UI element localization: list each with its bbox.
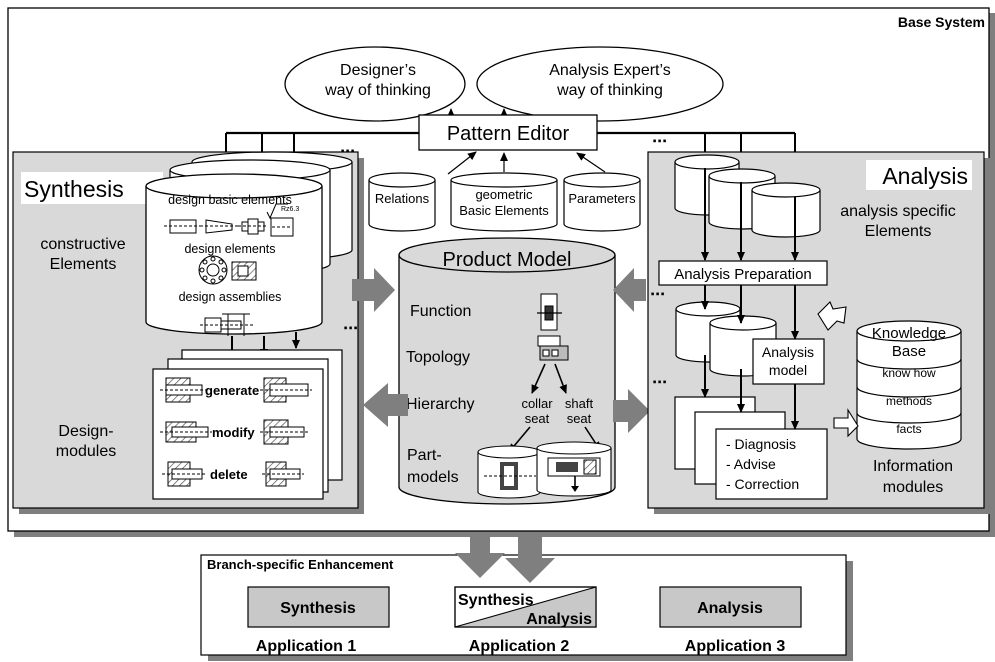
hierarchy-label: Hierarchy: [406, 396, 474, 413]
app2-box-top: Synthesis: [458, 592, 534, 609]
base-to-branch-arrow: [455, 532, 505, 578]
knowledge-base-line2: Base: [892, 343, 926, 360]
designer-thinking-ellipse: [284, 46, 466, 122]
module-part-icons: [160, 377, 312, 487]
collar-part-model: [477, 445, 541, 499]
know-how-label: know how: [882, 366, 936, 380]
analyst-thinking-ellipse: [476, 46, 724, 122]
synthesis-title-bg: [21, 172, 163, 204]
information-modules-line1: Information: [873, 458, 953, 475]
analysis-model-box: [752, 338, 825, 385]
design-assemblies-label: design assemblies: [179, 290, 282, 304]
app2-box-diagonal: [454, 586, 597, 628]
topology-label: Topology: [406, 349, 470, 366]
constructive-line2: Elements: [50, 256, 117, 273]
topology-icon: [537, 335, 569, 361]
knowledge-base-stack: [856, 320, 962, 450]
design-basic-elements-label: design basic elements: [168, 193, 292, 207]
correction-item: - Correction: [726, 476, 799, 492]
function-label: Function: [410, 303, 471, 320]
design-modules-line2: modules: [56, 443, 116, 460]
design-assembly-icon: [200, 313, 255, 336]
information-modules-line2: modules: [883, 479, 943, 496]
relations-store: [368, 172, 436, 232]
app3-box-label: Analysis: [697, 600, 763, 617]
model-to-synthesis-arrow: [363, 383, 408, 427]
design-modules-line1: Design-: [58, 423, 113, 440]
design-elements-label: design elements: [184, 242, 275, 256]
synthesis-to-model-arrow: [352, 268, 395, 312]
app2-box-border: [454, 586, 597, 628]
relations-to-editor-arrow: [447, 151, 477, 175]
part-models-line1: Part-: [407, 447, 442, 464]
topology-to-collar-arrow: [531, 363, 546, 394]
knowledge-base-line1: Knowledge: [872, 325, 946, 342]
generate-label: generate: [205, 383, 259, 398]
geometric-label-line2: Basic Elements: [459, 203, 549, 218]
parameters-store: [563, 172, 641, 232]
parameters-to-editor-arrow: [576, 152, 606, 173]
delete-label: delete: [210, 467, 248, 482]
more-dots: ∙∙∙: [650, 284, 665, 304]
roughness-label: Rz6.3: [281, 206, 299, 213]
app3-label: Application 3: [685, 638, 786, 655]
pattern-editor-label: Pattern Editor: [447, 123, 570, 145]
basic-element-icons: [164, 203, 294, 237]
app1-box: [247, 586, 390, 628]
designer-thinking-line2: way of thinking: [324, 82, 431, 99]
analyst-thinking-line2: way of thinking: [556, 82, 663, 99]
collar-seat-line1: collar: [521, 396, 553, 411]
more-dots: ∙∙∙: [652, 131, 667, 151]
analysis-preparation-label: Analysis Preparation: [674, 266, 812, 283]
topology-to-shaft-arrow: [554, 363, 567, 394]
information-module-page: [715, 428, 828, 500]
relations-label: Relations: [375, 191, 430, 206]
branch-to-base-arrow: [505, 533, 555, 583]
shaft-part-model: [536, 441, 612, 497]
diagnosis-item: - Diagnosis: [726, 436, 796, 452]
geometric-label-line1: geometric: [475, 187, 533, 202]
analyst-thinking-line1: Analysis Expert’s: [549, 62, 671, 79]
analysis-preparation-box: [658, 260, 828, 286]
facts-label: facts: [896, 422, 921, 436]
app2-label: Application 2: [469, 638, 570, 655]
app1-box-label: Synthesis: [280, 600, 356, 617]
geometric-elements-store: [450, 172, 558, 232]
designer-thinking-line1: Designer’s: [340, 62, 416, 79]
product-model-title: Product Model: [443, 249, 572, 271]
parameters-label: Parameters: [568, 191, 636, 206]
part-models-line2: models: [407, 469, 459, 486]
analysis-title: Analysis: [882, 163, 968, 189]
product-model-cylinder: [398, 237, 616, 505]
analysis-to-model-arrow: [613, 268, 646, 312]
modify-label: modify: [212, 425, 255, 440]
more-dots: ∙∙∙: [652, 372, 667, 392]
analysis-specific-line2: Elements: [865, 223, 932, 240]
pattern-editor-box: [418, 114, 598, 151]
model-to-analysis-arrow: [613, 389, 650, 433]
more-dots: ∙∙∙: [343, 318, 358, 338]
shaft-seat-line1: shaft: [565, 396, 594, 411]
analysis-specific-line1: analysis specific: [840, 203, 956, 220]
app3-box: [659, 586, 802, 628]
methods-label: methods: [886, 394, 932, 408]
analysis-title-bg: [866, 160, 972, 190]
design-element-icons: [198, 255, 257, 285]
knowledge-to-model-arrow: [817, 301, 847, 331]
shaft-seat-line2: seat: [567, 411, 592, 426]
function-icon: [537, 293, 562, 331]
app2-box-bottom: Analysis: [526, 611, 592, 628]
analysis-model-line2: model: [769, 362, 807, 378]
base-system-label: Base System: [898, 14, 985, 30]
branch-title: Branch-specific Enhancement: [207, 557, 394, 572]
app1-label: Application 1: [256, 638, 357, 655]
knowledge-to-info-arrow: [833, 408, 859, 438]
advise-item: - Advise: [726, 456, 776, 472]
analysis-model-line1: Analysis: [762, 344, 814, 360]
synthesis-title: Synthesis: [24, 176, 124, 202]
constructive-line1: constructive: [40, 236, 125, 253]
collar-seat-line2: seat: [525, 411, 550, 426]
